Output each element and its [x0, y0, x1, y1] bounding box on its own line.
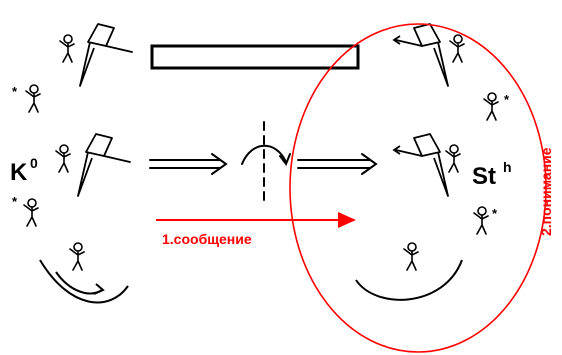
stick-figure-icon	[483, 92, 499, 121]
speech-balloon-icon	[393, 23, 449, 87]
svg-text:St: St	[472, 163, 496, 190]
stick-figure-icon	[59, 34, 75, 63]
top-left-speaker	[59, 23, 133, 87]
bottom-left-group	[39, 242, 129, 304]
stick-figure-icon	[403, 242, 419, 271]
middle-left-speaker	[55, 133, 131, 197]
stick-figure-icon	[23, 198, 39, 227]
message-arrow	[156, 212, 356, 228]
understanding-label: 2.понимание	[538, 147, 554, 236]
top-right-speaker	[393, 23, 465, 87]
right-observer-bottom: *	[473, 206, 498, 235]
double-arrow-left	[149, 153, 228, 175]
k-zero-label: K 0	[10, 155, 38, 186]
understanding-ellipse	[289, 23, 547, 353]
right-observer-top: *	[483, 92, 510, 121]
stick-figure-icon	[25, 84, 41, 113]
left-observer-top: *	[12, 84, 41, 113]
svg-text:0: 0	[30, 155, 38, 171]
svg-text:*: *	[504, 92, 510, 107]
svg-text:K: K	[10, 159, 28, 186]
stick-figure-icon	[473, 206, 489, 235]
double-arrow-right	[297, 153, 378, 175]
left-observer-bottom: *	[12, 194, 39, 227]
stick-figure-icon	[55, 144, 71, 173]
empty-message-box	[150, 44, 360, 70]
svg-text:h: h	[503, 159, 512, 175]
bottom-right-group	[355, 242, 463, 301]
svg-text:*: *	[12, 84, 18, 99]
svg-text:*: *	[492, 206, 498, 221]
svg-text:*: *	[12, 194, 18, 209]
speech-balloon-icon	[77, 133, 131, 197]
speech-balloon-icon	[393, 133, 449, 197]
stick-figure-icon	[69, 242, 85, 271]
stick-figure-icon	[445, 144, 461, 173]
speech-balloon-icon	[79, 23, 133, 87]
message-label: 1.сообщение	[162, 231, 252, 247]
divider-crossing	[241, 121, 291, 207]
st-h-label: St h	[472, 159, 512, 190]
stick-figure-icon	[449, 34, 465, 63]
middle-right-speaker	[393, 133, 461, 197]
